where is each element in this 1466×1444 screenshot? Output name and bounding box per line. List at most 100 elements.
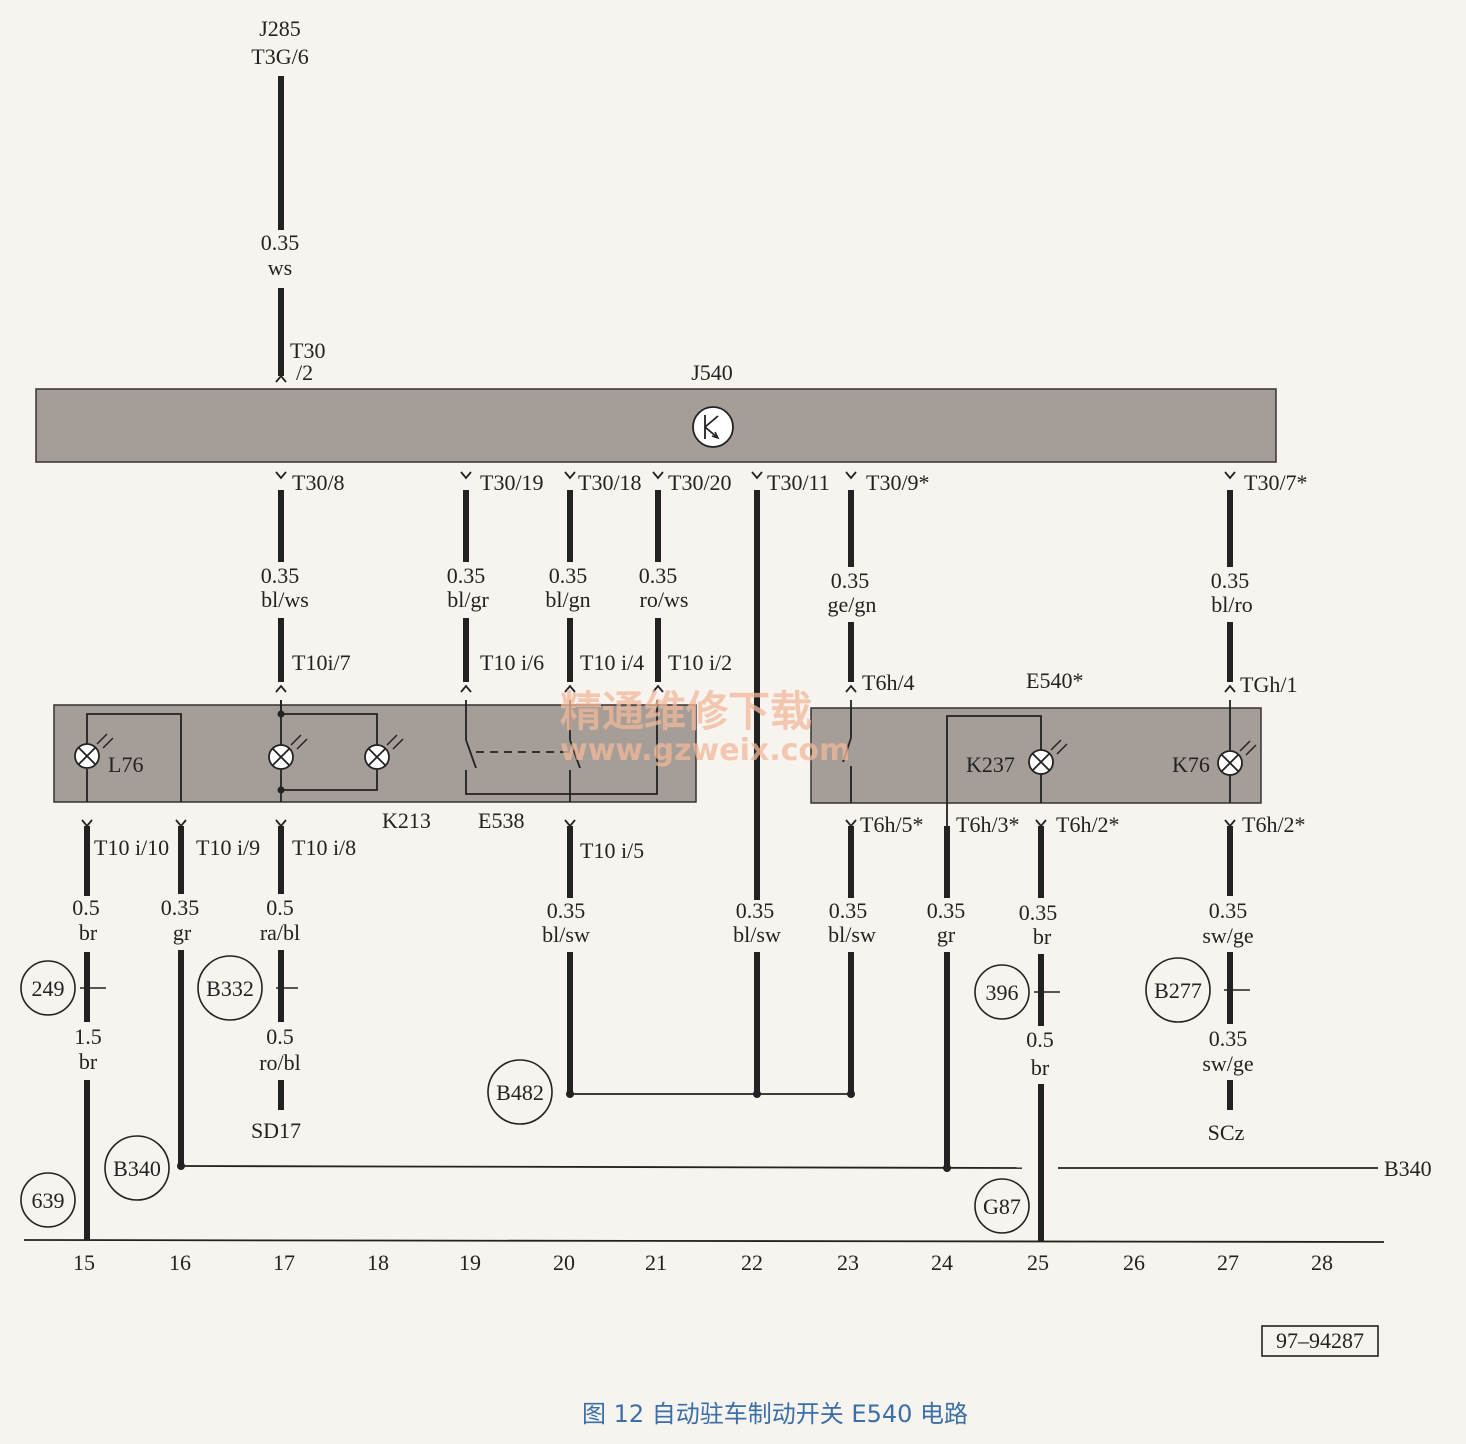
asw-color-1: br xyxy=(79,1049,98,1074)
transistor-icon xyxy=(692,406,734,448)
lw-color-5: bl/sw xyxy=(733,922,781,947)
asw-size-2: 0.5 xyxy=(266,1024,294,1049)
wire-color-1: bl/ws xyxy=(261,587,309,612)
wire-size-4: 0.35 xyxy=(639,563,678,588)
svg-text:B277: B277 xyxy=(1154,978,1202,1003)
ruler-28: 28 xyxy=(1311,1250,1333,1275)
pin-t30-8: T30/8 xyxy=(292,470,345,495)
l76-label: L76 xyxy=(108,752,143,777)
svg-text:249: 249 xyxy=(32,976,65,1001)
dest-b340: B340 xyxy=(1384,1156,1432,1181)
splice-639: 639 xyxy=(20,1172,76,1228)
lw-color-3: ra/bl xyxy=(260,920,300,945)
pin-t6h-2-a: T6h/2* xyxy=(1056,812,1120,837)
watermark-title: 精通维修下载 xyxy=(560,687,812,736)
lamp-l76-icon xyxy=(74,733,114,769)
j540-label: J540 xyxy=(691,360,733,385)
asw-size-1: 1.5 xyxy=(74,1024,102,1049)
pin-t10i-4: T10 i/4 xyxy=(580,650,644,675)
ruler-23: 23 xyxy=(837,1250,859,1275)
lw-size-6: 0.35 xyxy=(829,898,868,923)
lw-size-1: 0.5 xyxy=(72,895,100,920)
diagram-id: 97–94287 xyxy=(1276,1328,1364,1353)
wire-size-top: 0.35 xyxy=(261,230,300,255)
lamp-k213-a-icon xyxy=(268,734,308,770)
t3g-6-label: T3G/6 xyxy=(251,44,308,69)
ruler-25: 25 xyxy=(1027,1250,1049,1275)
pin-t10i-8: T10 i/8 xyxy=(292,835,356,860)
ruler-21: 21 xyxy=(645,1250,667,1275)
wire-color-5: ge/gn xyxy=(828,592,877,617)
ruler-19: 19 xyxy=(459,1250,481,1275)
pin-t30-9: T30/9* xyxy=(866,470,930,495)
pin-t6h-5: T6h/5* xyxy=(860,812,924,837)
j285-label: J285 xyxy=(259,16,301,41)
wire-color-3: bl/gn xyxy=(545,587,590,612)
lw-size-7: 0.35 xyxy=(927,898,966,923)
splice-b340: B340 xyxy=(104,1135,170,1201)
pin-t6h-3: T6h/3* xyxy=(956,812,1020,837)
pin-t30-2-b: /2 xyxy=(296,360,313,385)
wire-size-5: 0.35 xyxy=(831,568,870,593)
wire-size-2: 0.35 xyxy=(447,563,486,588)
j540-module xyxy=(35,388,1277,463)
pin-t10i-9: T10 i/9 xyxy=(196,835,260,860)
pin-t30-11: T30/11 xyxy=(767,470,830,495)
lw-color-9: sw/ge xyxy=(1202,923,1253,948)
wire-color-6: bl/ro xyxy=(1211,592,1253,617)
splice-b277: B277 xyxy=(1145,957,1250,1023)
k76-label: K76 xyxy=(1172,752,1210,777)
splice-g87: G87 xyxy=(974,1178,1030,1234)
lw-size-4: 0.35 xyxy=(547,898,586,923)
wire-size-1: 0.35 xyxy=(261,563,300,588)
pin-tgh-1: TGh/1 xyxy=(1240,672,1297,697)
lamp-k237-icon xyxy=(1028,739,1068,775)
lw-color-6: bl/sw xyxy=(828,922,876,947)
ruler-15: 15 xyxy=(73,1250,95,1275)
splice-b332: B332 xyxy=(197,955,298,1021)
pin-t30-18: T30/18 xyxy=(578,470,642,495)
lw-color-1: br xyxy=(79,920,98,945)
k237-label: K237 xyxy=(966,752,1015,777)
lw-size-5: 0.35 xyxy=(736,898,775,923)
lw-color-8: br xyxy=(1033,924,1052,949)
wire-color-2: bl/gr xyxy=(447,587,489,612)
lw-size-2: 0.35 xyxy=(161,895,200,920)
e540-label: E540* xyxy=(1026,668,1083,693)
diagram-id-box xyxy=(1261,1325,1379,1357)
pin-t30-20: T30/20 xyxy=(668,470,732,495)
lamp-k76-icon xyxy=(1217,740,1257,776)
svg-text:B340: B340 xyxy=(113,1156,161,1181)
b340-bus xyxy=(180,1165,1023,1169)
ground-line xyxy=(23,1239,1385,1243)
pin-t10i-2: T10 i/2 xyxy=(668,650,732,675)
ruler-16: 16 xyxy=(169,1250,191,1275)
k213-label: K213 xyxy=(382,808,431,833)
ruler-26: 26 xyxy=(1123,1250,1145,1275)
dest-scz: SCz xyxy=(1208,1120,1245,1145)
wire-color-top: ws xyxy=(268,255,292,280)
ruler-22: 22 xyxy=(741,1250,763,1275)
pin-t30-2-a: T30 xyxy=(290,338,325,363)
pin-t6h-2-b: T6h/2* xyxy=(1242,812,1306,837)
svg-text:639: 639 xyxy=(32,1188,65,1213)
pin-t6h-4: T6h/4 xyxy=(862,670,915,695)
dest-sd17: SD17 xyxy=(251,1118,301,1143)
left-block-wiring xyxy=(86,700,658,802)
ruler-24: 24 xyxy=(931,1250,953,1275)
wire-size-6: 0.35 xyxy=(1211,568,1250,593)
lw-color-4: bl/sw xyxy=(542,922,590,947)
pin-t10i-10: T10 i/10 xyxy=(94,835,169,860)
svg-text:B332: B332 xyxy=(206,976,254,1001)
pin-t10i-6: T10 i/6 xyxy=(480,650,544,675)
ruler-17: 17 xyxy=(273,1250,295,1275)
ruler-27: 27 xyxy=(1217,1250,1239,1275)
figure-caption: 图 12 自动驻车制动开关 E540 电路 xyxy=(582,1400,968,1428)
asw-size-4: 0.35 xyxy=(1209,1026,1248,1051)
lw-size-8: 0.35 xyxy=(1019,900,1058,925)
svg-text:B482: B482 xyxy=(496,1080,544,1105)
pin-t30-7: T30/7* xyxy=(1244,470,1308,495)
splice-249: 249 xyxy=(20,960,106,1016)
wire-color-4: ro/ws xyxy=(640,587,689,612)
